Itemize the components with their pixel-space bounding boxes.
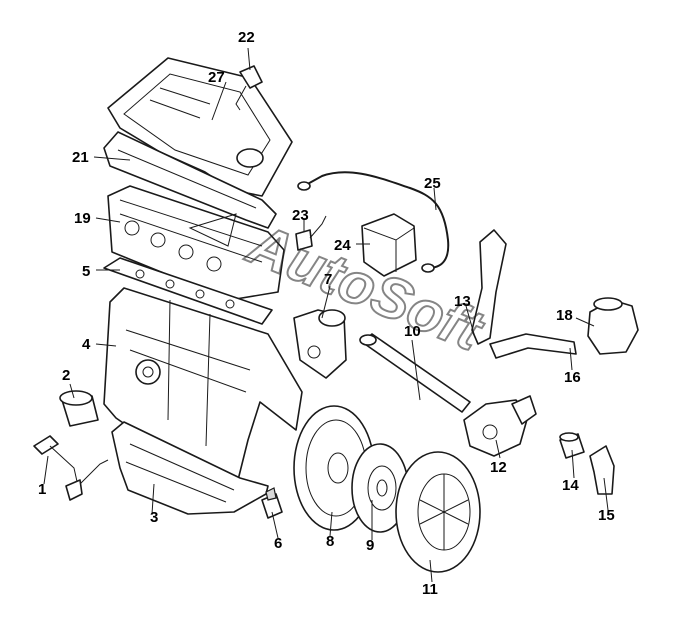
dipstick[interactable] [33, 435, 109, 501]
leader-lines [43, 47, 609, 583]
cover-gasket[interactable] [103, 131, 277, 229]
callout-22[interactable]: 22 [238, 29, 255, 46]
control-module[interactable] [361, 213, 417, 277]
valve-cover[interactable] [107, 57, 293, 197]
wiring-harness[interactable] [297, 171, 450, 273]
callout-2[interactable]: 2 [62, 367, 70, 384]
callout-19[interactable]: 19 [74, 210, 91, 227]
callout-11[interactable]: 11 [422, 581, 438, 598]
callout-16[interactable]: 16 [564, 369, 581, 386]
callout-3[interactable]: 3 [150, 509, 158, 526]
callout-labels: 22 27 21 19 5 4 2 1 3 6 8 9 11 7 10 12 1… [38, 29, 615, 598]
callout-10[interactable]: 10 [404, 323, 421, 340]
engine-block[interactable] [103, 287, 303, 481]
callout-15[interactable]: 15 [598, 507, 615, 524]
head-gasket[interactable] [103, 257, 273, 325]
expansion-tank[interactable] [587, 297, 639, 355]
callout-9[interactable]: 9 [366, 537, 374, 554]
oil-pressure-sensor[interactable] [261, 487, 283, 519]
callout-4[interactable]: 4 [82, 336, 91, 353]
callout-14[interactable]: 14 [562, 477, 579, 494]
oil-filter[interactable] [59, 390, 99, 427]
pressure-plate[interactable] [395, 451, 481, 573]
oil-pan[interactable] [111, 421, 269, 515]
callout-23[interactable]: 23 [292, 207, 309, 224]
callout-6[interactable]: 6 [274, 535, 282, 552]
callout-27[interactable]: 27 [208, 69, 225, 86]
coolant-hose-upper[interactable] [471, 229, 507, 345]
callout-25[interactable]: 25 [424, 175, 441, 192]
callout-12[interactable]: 12 [490, 459, 507, 476]
callout-13[interactable]: 13 [454, 293, 471, 310]
thermostat-housing[interactable] [463, 395, 537, 457]
callout-5[interactable]: 5 [82, 263, 90, 280]
callout-1[interactable]: 1 [38, 481, 46, 498]
coolant-fitting[interactable] [559, 432, 585, 459]
callout-21[interactable]: 21 [72, 149, 89, 166]
callout-7[interactable]: 7 [324, 271, 332, 288]
cylinder-head[interactable] [107, 185, 285, 301]
water-pump[interactable] [293, 309, 347, 379]
temperature-sensor[interactable] [295, 215, 327, 251]
coolant-hose-lower[interactable] [489, 333, 577, 359]
coolant-elbow[interactable] [589, 445, 615, 495]
callout-18[interactable]: 18 [556, 307, 573, 324]
callout-24[interactable]: 24 [334, 237, 351, 254]
callout-8[interactable]: 8 [326, 533, 334, 550]
